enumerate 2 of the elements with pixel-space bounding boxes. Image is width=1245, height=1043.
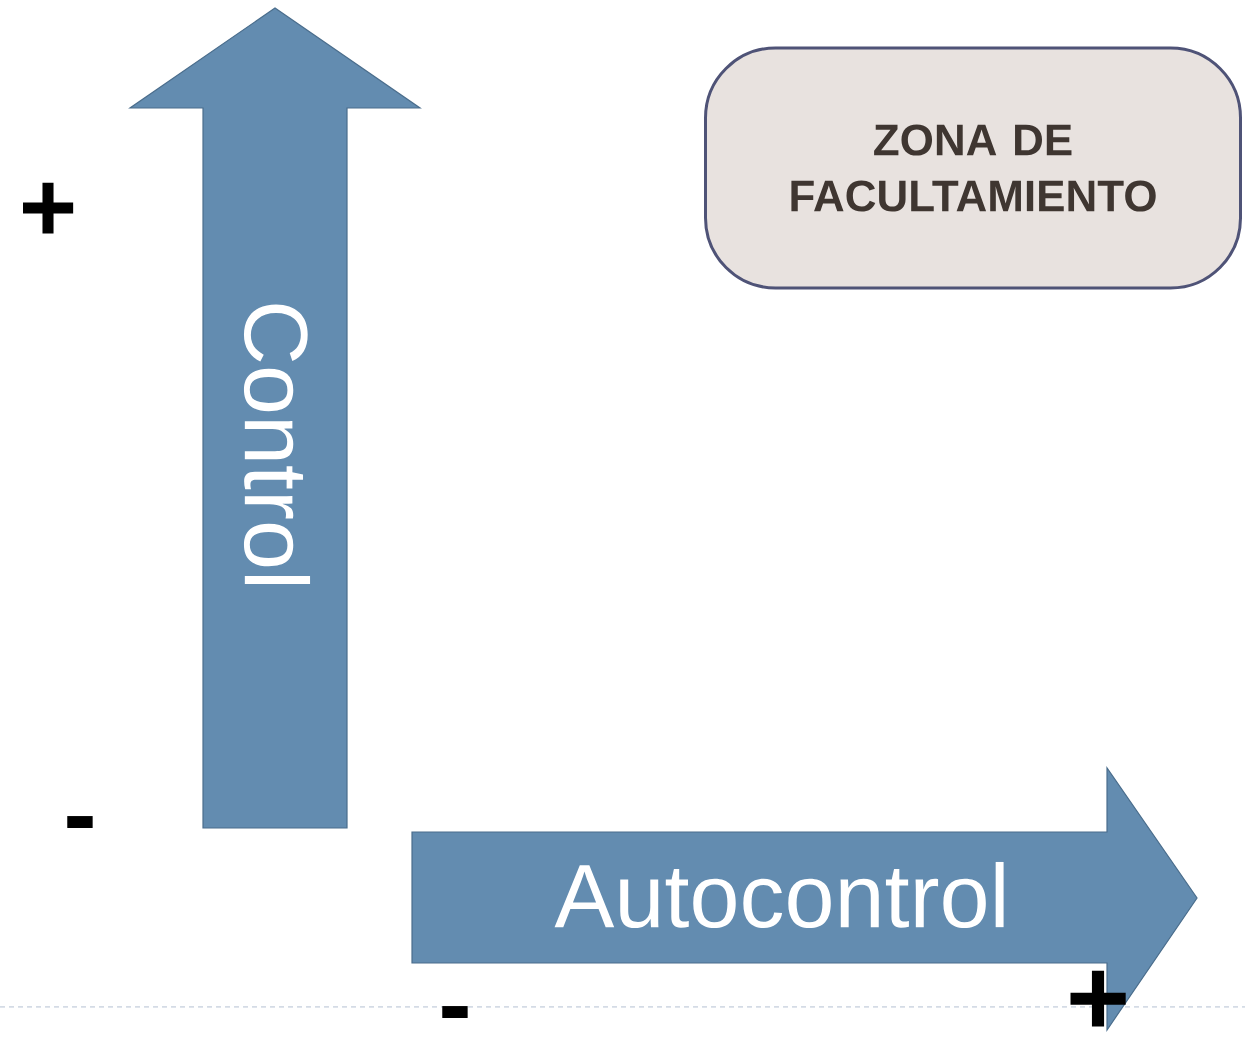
zone-box: ZONA DE FACULTAMIENTO <box>704 46 1242 290</box>
sign-label: - <box>442 1006 468 1018</box>
